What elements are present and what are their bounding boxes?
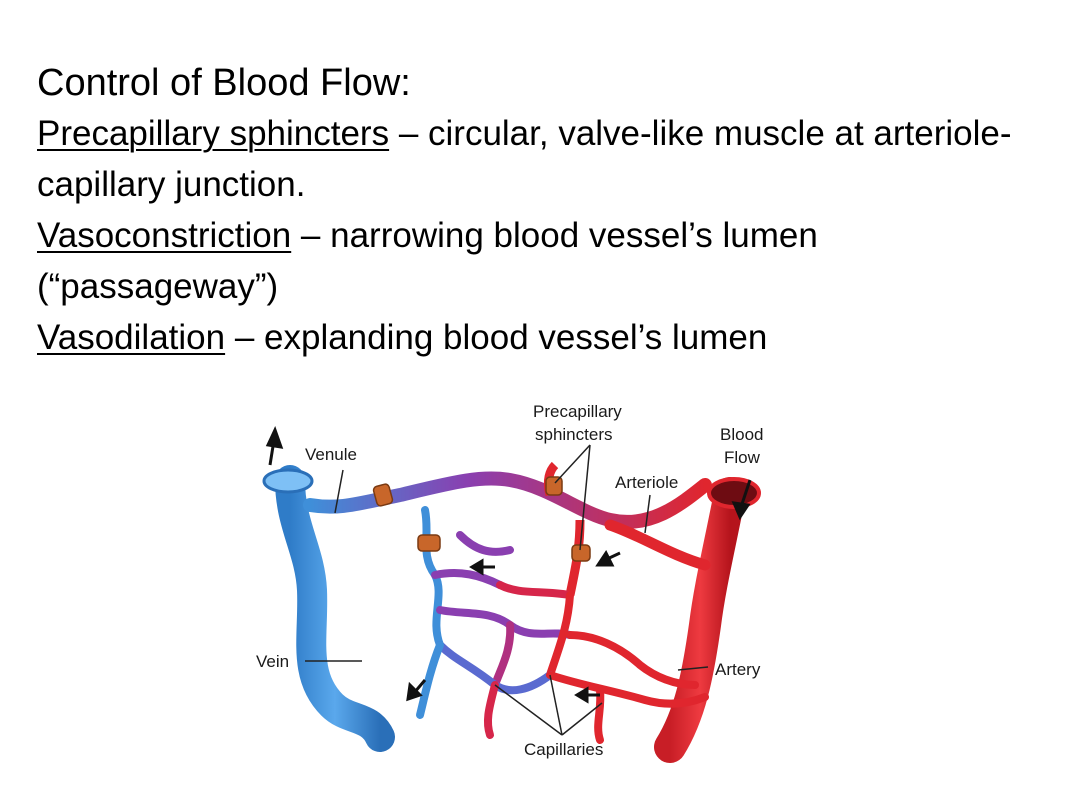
label-precapillary-line1: Precapillary: [533, 402, 622, 421]
term-vasoconstriction: Vasoconstriction: [37, 216, 292, 255]
label-capillaries: Capillaries: [524, 740, 603, 759]
capillary-bed-diagram: Venule Precapillary sphincters Blood Flo…: [250, 385, 790, 780]
capillary-network: [416, 506, 709, 744]
label-blood-flow-line1: Blood: [720, 425, 763, 444]
desc-vasodilation: – explanding blood vessel’s lumen: [225, 318, 768, 357]
arteriole: [604, 519, 711, 571]
flow-arrows: [265, 426, 752, 704]
vein-opening: [262, 468, 314, 494]
definition-vasoconstriction: Vasoconstriction – narrowing blood vesse…: [37, 210, 1052, 312]
slide-text: Control of Blood Flow: Precapillary sphi…: [37, 58, 1052, 363]
label-vein: Vein: [256, 652, 289, 671]
label-venule: Venule: [305, 445, 357, 464]
term-precapillary: Precapillary sphincters: [37, 114, 390, 153]
vein: [275, 465, 395, 752]
desc-vasoconstriction: – narrowing blood vessel’s lumen (“passa…: [37, 216, 818, 306]
label-blood-flow-line2: Flow: [724, 448, 761, 467]
capillary-bed-svg: Venule Precapillary sphincters Blood Flo…: [256, 402, 763, 763]
sphincters: [372, 476, 591, 562]
artery: [654, 477, 746, 763]
venule: [303, 471, 712, 529]
slide-title: Control of Blood Flow:: [37, 62, 411, 104]
label-precapillary-line2: sphincters: [535, 425, 612, 444]
label-arteriole: Arteriole: [615, 473, 678, 492]
desc-precapillary: – circular, valve-like muscle at arterio…: [37, 114, 1012, 204]
label-artery: Artery: [715, 660, 761, 679]
term-vasodilation: Vasodilation: [37, 318, 226, 357]
definition-precapillary: Precapillary sphincters – circular, valv…: [37, 108, 1052, 210]
leader-lines: [305, 444, 709, 736]
definition-vasodilation: Vasodilation – explanding blood vessel’s…: [37, 312, 1052, 363]
